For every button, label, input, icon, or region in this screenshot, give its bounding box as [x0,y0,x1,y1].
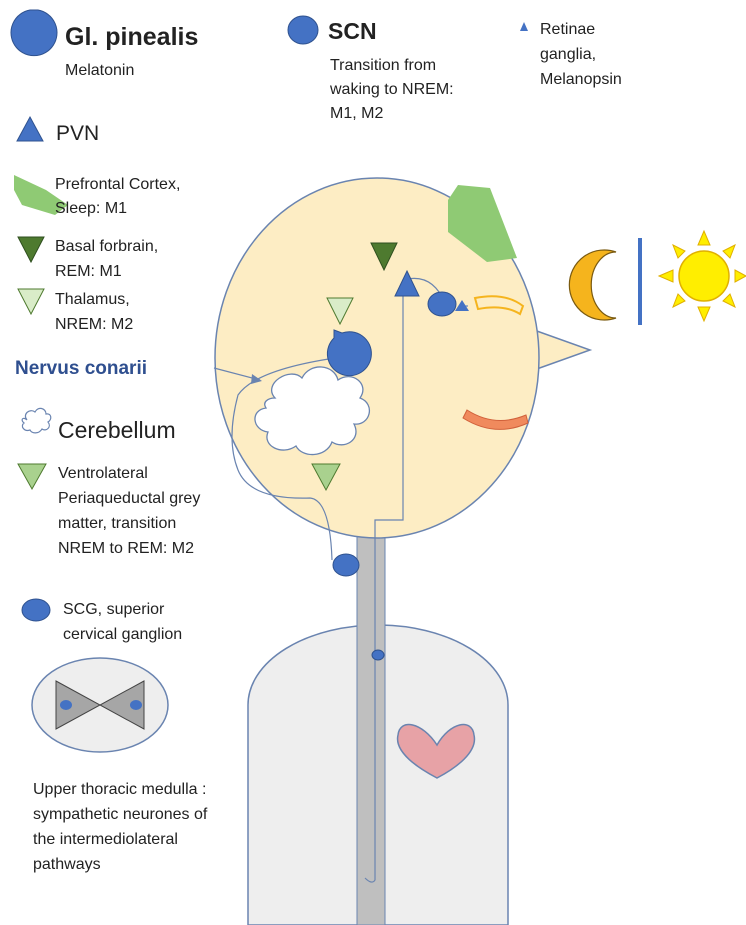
retina-line2: ganglia, [540,46,596,63]
thoracic-medulla-marker [372,650,384,660]
sun-icon [659,231,746,321]
pineal-title: Gl. pinealis [65,23,198,51]
thalamus-line1: Thalamus, [55,291,130,308]
scn-legend-icon [288,16,318,44]
vlpag-legend-icon [18,464,46,489]
basal-legend-icon [18,237,44,262]
medulla-cross-section-icon [32,658,168,752]
medulla-line4: pathways [33,856,101,873]
thalamus-line2: NREM: M2 [55,316,133,333]
retina-line3: Melanopsin [540,71,622,88]
scn-line2: waking to NREM: [329,81,454,98]
cerebellum-label: Cerebellum [58,417,176,443]
medulla-line1: Upper thoracic medulla : [33,781,206,798]
retina-line1: Retinae [540,21,595,38]
scg-line2: cervical ganglion [63,626,182,643]
scn-marker [428,292,456,316]
pvn-legend-icon [17,117,43,141]
scn-line3: M1, M2 [330,105,383,122]
spinal-column [357,520,385,925]
nervus-conarii-label: Nervus conarii [15,358,147,379]
basal-line2: REM: M1 [55,263,122,280]
scn-title: SCN [328,18,377,44]
pineal-legend-icon [11,10,57,56]
scg-legend-icon [22,599,50,621]
vl-line2: Periaqueductal grey [58,490,200,507]
medulla-line3: the intermediolateral [33,831,178,848]
prefrontal-line2: Sleep: M1 [55,200,127,217]
vl-line3: matter, transition [58,515,176,532]
pineal-subtitle: Melatonin [65,62,134,79]
vl-line4: NREM to REM: M2 [58,540,194,557]
pvn-title: PVN [56,122,99,145]
scn-line1: Transition from [330,57,436,74]
thalamus-legend-icon [18,289,44,314]
basal-line1: Basal forbrain, [55,238,158,255]
crescent-moon-icon [569,250,616,320]
medulla-line2: sympathetic neurones of [33,806,208,823]
retina-legend-icon [520,22,528,31]
scg-marker [333,554,359,576]
scg-line1: SCG, superior [63,601,165,618]
prefrontal-line1: Prefrontal Cortex, [55,176,180,193]
cerebellum-legend-icon [22,408,51,433]
vl-line1: Ventrolateral [58,465,148,482]
